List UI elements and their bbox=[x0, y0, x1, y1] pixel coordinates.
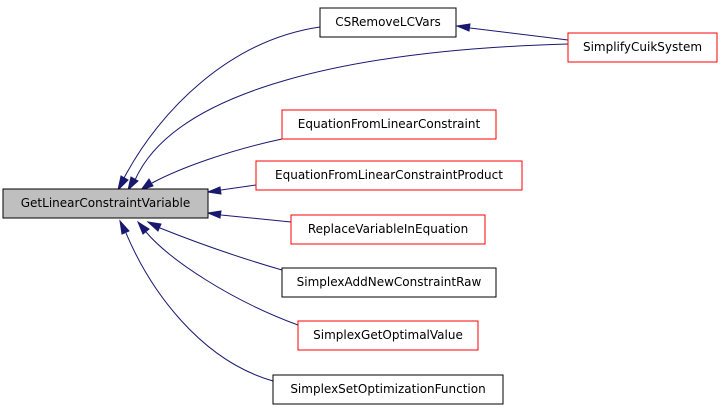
edge-simplifycuiksystem-to-csremovelcvars bbox=[455, 23, 569, 41]
edges bbox=[117, 23, 569, 382]
node-equationfromlinearconstraint[interactable]: EquationFromLinearConstraint bbox=[281, 109, 497, 140]
node-label-simplexaddnewconstraintraw: SimplexAddNewConstraintRaw bbox=[297, 275, 482, 289]
node-label-equationfromlinearconstraintproduct: EquationFromLinearConstraintProduct bbox=[275, 168, 503, 182]
node-simplexsetoptimizationfunction[interactable]: SimplexSetOptimizationFunction bbox=[272, 374, 504, 405]
edge-simplexaddnewconstraintraw-to-getlinearconstraintvariable bbox=[146, 221, 283, 271]
node-label-csremovelcvars: CSRemoveLCVars bbox=[335, 15, 441, 29]
edge-simplexsetoptimizationfunction-to-getlinearconstraintvariable bbox=[119, 219, 274, 382]
edge-simplexgetoptimalvalue-to-getlinearconstraintvariable bbox=[136, 220, 299, 326]
node-simplexaddnewconstraintraw[interactable]: SimplexAddNewConstraintRaw bbox=[281, 267, 497, 298]
node-equationfromlinearconstraintproduct[interactable]: EquationFromLinearConstraintProduct bbox=[255, 160, 523, 191]
edge-replacevariableinequation-to-getlinearconstraintvariable bbox=[206, 210, 292, 223]
edge-simplifycuiksystem-to-getlinearconstraintvariable bbox=[127, 43, 569, 192]
node-simplifycuiksystem[interactable]: SimplifyCuikSystem bbox=[567, 32, 718, 63]
node-label-simplexgetoptimalvalue: SimplexGetOptimalValue bbox=[313, 328, 463, 342]
node-simplexgetoptimalvalue[interactable]: SimplexGetOptimalValue bbox=[297, 320, 479, 351]
node-getlinearconstraintvariable[interactable]: GetLinearConstraintVariable bbox=[2, 188, 209, 219]
node-label-simplifycuiksystem: SimplifyCuikSystem bbox=[583, 40, 702, 54]
node-label-replacevariableinequation: ReplaceVariableInEquation bbox=[308, 222, 468, 236]
edge-csremovelcvars-to-getlinearconstraintvariable bbox=[117, 26, 321, 192]
node-label-simplexsetoptimizationfunction: SimplexSetOptimizationFunction bbox=[290, 382, 485, 396]
node-replacevariableinequation[interactable]: ReplaceVariableInEquation bbox=[290, 214, 486, 245]
edge-equationfromlinearconstraintproduct-to-getlinearconstraintvariable bbox=[206, 184, 257, 195]
edge-equationfromlinearconstraint-to-getlinearconstraintvariable bbox=[139, 138, 283, 191]
node-csremovelcvars[interactable]: CSRemoveLCVars bbox=[319, 7, 457, 38]
node-label-getlinearconstraintvariable: GetLinearConstraintVariable bbox=[21, 196, 190, 210]
nodes: GetLinearConstraintVariable CSRemoveLCVa… bbox=[2, 7, 718, 405]
node-label-equationfromlinearconstraint: EquationFromLinearConstraint bbox=[298, 117, 481, 131]
